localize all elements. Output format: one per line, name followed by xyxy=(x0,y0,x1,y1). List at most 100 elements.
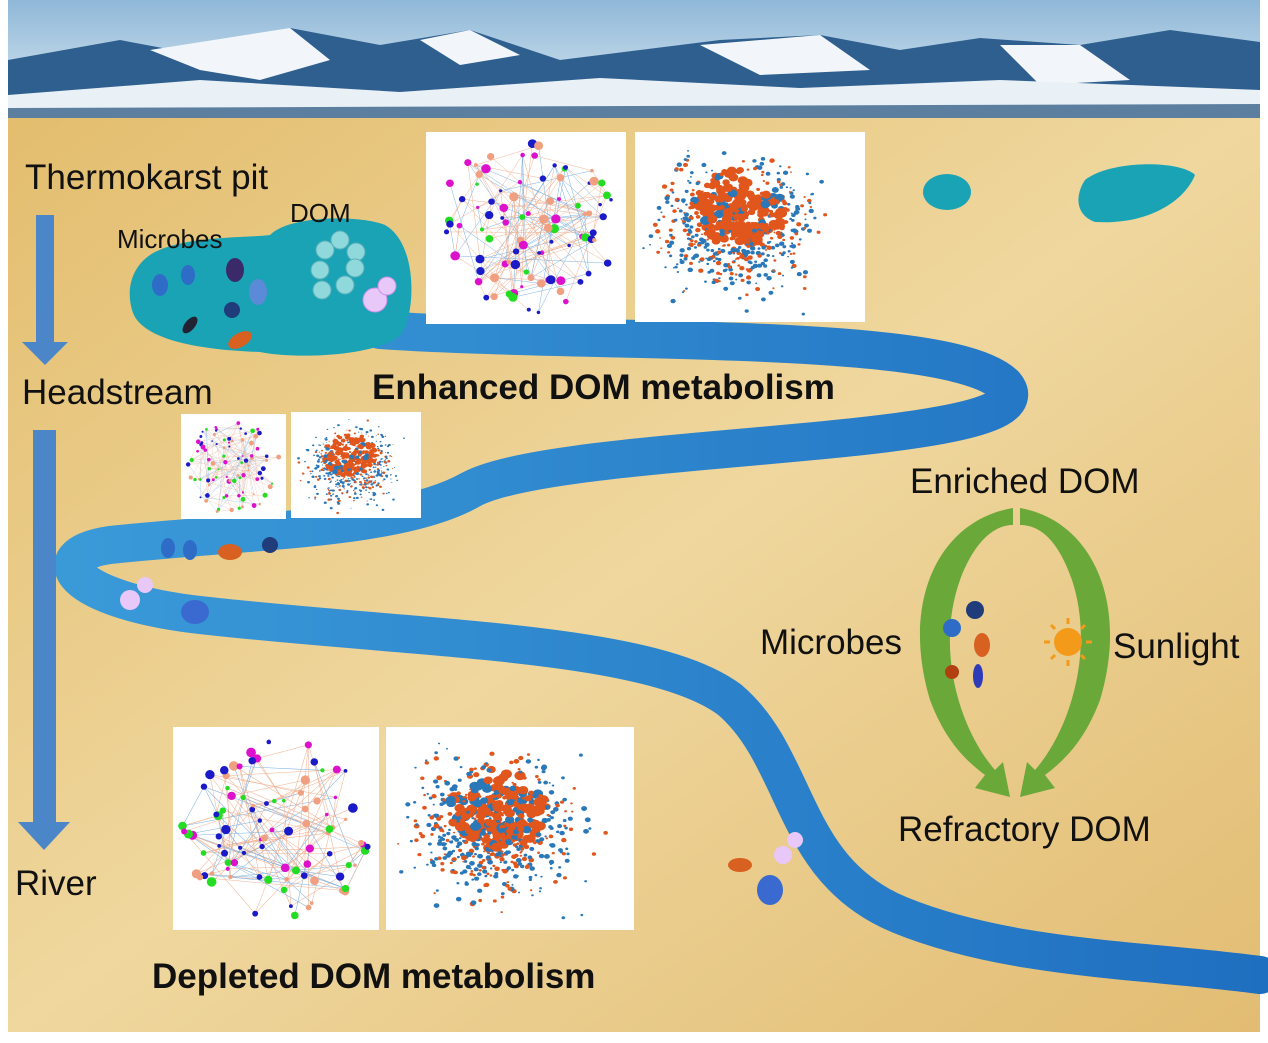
network-node xyxy=(191,869,202,879)
network-node xyxy=(284,877,289,882)
scatter-point xyxy=(304,460,306,463)
scatter-point xyxy=(689,225,694,229)
cycle-arrow-right-icon xyxy=(1020,508,1111,797)
scatter-point xyxy=(325,472,328,475)
network-node xyxy=(272,798,277,804)
scatter-point xyxy=(456,855,460,859)
scatter-point xyxy=(365,453,368,456)
scatter-point xyxy=(449,787,455,792)
scatter-point xyxy=(318,477,322,480)
network-node xyxy=(264,875,273,884)
network-node xyxy=(229,507,234,513)
scatter-point xyxy=(684,189,689,194)
scatter-point xyxy=(382,492,385,495)
network-node xyxy=(250,428,255,434)
scatter-point xyxy=(745,275,752,280)
scatter-point xyxy=(564,858,570,863)
network-node xyxy=(227,441,230,444)
network-node xyxy=(207,457,211,462)
scatter-point xyxy=(548,825,553,829)
scatter-point xyxy=(341,447,344,450)
scatter-point xyxy=(331,489,333,491)
scatter-point xyxy=(468,848,475,854)
scatter-point xyxy=(328,451,333,456)
scatter-point xyxy=(805,172,809,176)
network-node xyxy=(476,267,485,276)
scatter-point xyxy=(706,244,710,247)
thermokarst-pit-lake xyxy=(129,218,412,356)
scatter-point xyxy=(367,462,373,468)
scatter-point xyxy=(705,171,708,174)
scatter-point xyxy=(389,474,392,476)
scatter-point xyxy=(688,230,693,234)
scatter-point xyxy=(348,474,352,477)
network-node xyxy=(227,791,236,801)
network-node xyxy=(178,821,187,831)
network-node xyxy=(479,227,485,232)
scatter-point xyxy=(435,889,439,892)
dom-molecules xyxy=(310,230,397,313)
network-node xyxy=(505,290,513,298)
network-node xyxy=(344,817,348,822)
scatter-point xyxy=(531,894,534,897)
network-node xyxy=(539,250,545,256)
scatter-point xyxy=(816,230,821,234)
scatter-point xyxy=(476,811,487,820)
scatter-point xyxy=(752,228,757,233)
dom-cycle-arrows xyxy=(919,508,1111,797)
scatter-point xyxy=(745,293,749,297)
scatter-point xyxy=(538,794,543,798)
scatter-point xyxy=(353,492,357,495)
scatter-point xyxy=(342,478,345,480)
scatter-point xyxy=(701,162,707,168)
scatter-point xyxy=(790,228,795,232)
scatter-point xyxy=(775,230,782,236)
scatter-point xyxy=(558,848,563,853)
scatter-point xyxy=(729,271,734,276)
scatter-point xyxy=(329,481,331,484)
network-node xyxy=(552,163,557,168)
network-node xyxy=(267,484,273,490)
scatter-point xyxy=(487,859,494,865)
scatter-point xyxy=(526,753,531,756)
scatter-point xyxy=(776,227,779,230)
scatter-point xyxy=(349,454,354,458)
scatter-point xyxy=(377,473,381,476)
scatter-point xyxy=(734,209,740,213)
scatter-point xyxy=(732,202,741,210)
label-depleted-dom-metabolism: Depleted DOM metabolism xyxy=(152,957,596,996)
scatter-point xyxy=(756,187,761,192)
scatter-point xyxy=(773,259,777,262)
scatter-point xyxy=(363,477,366,480)
scatter-point xyxy=(355,458,359,461)
network-node xyxy=(325,825,334,833)
scatter-point xyxy=(550,816,554,820)
scatter-point xyxy=(736,256,740,260)
scatter-point xyxy=(333,426,335,429)
scatter-point xyxy=(800,204,804,208)
scatter-point xyxy=(796,222,802,227)
scatter-point xyxy=(700,233,704,236)
scatter-point xyxy=(426,822,432,828)
scatter-point xyxy=(557,823,563,829)
network-node xyxy=(205,769,215,780)
scatter-point xyxy=(499,856,505,862)
scatter-point xyxy=(529,866,535,871)
scatter-point xyxy=(564,810,567,813)
scatter-point xyxy=(332,493,335,495)
scatter-point xyxy=(343,463,349,469)
scatter-point xyxy=(548,859,555,865)
scatter-point xyxy=(769,158,775,163)
scatter-point xyxy=(448,840,452,843)
scatter-point xyxy=(479,861,483,864)
scatter-point xyxy=(498,840,507,847)
scatter-point xyxy=(368,491,370,494)
scatter-point xyxy=(501,868,505,872)
scatter-point xyxy=(717,247,721,251)
scatter-point xyxy=(724,195,731,201)
scatter-point xyxy=(745,268,749,271)
scatter-point xyxy=(357,467,360,470)
network-node xyxy=(249,454,254,458)
scatter-point xyxy=(432,803,435,806)
scatter-point xyxy=(390,455,393,457)
